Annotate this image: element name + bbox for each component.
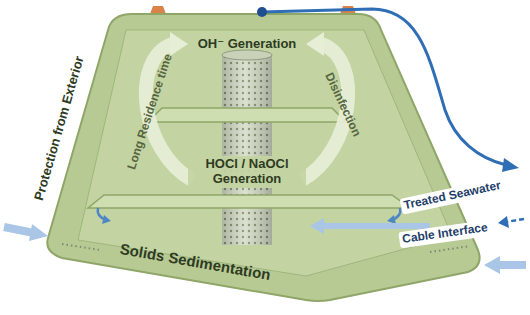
inflow-arrow <box>4 227 34 233</box>
top-nub <box>150 6 166 14</box>
housing-shell <box>47 14 479 301</box>
perforation <box>430 246 470 252</box>
housing-interior <box>78 30 452 276</box>
cable-line <box>262 9 506 165</box>
cable-connector <box>257 7 267 17</box>
arrow-head <box>310 218 324 234</box>
inflow-arrow <box>498 261 526 269</box>
lower-shelf <box>88 195 410 208</box>
arrow-head <box>306 32 324 56</box>
perforated-cylinder <box>222 55 272 245</box>
process-label: HOCl / NaOCl Generation <box>188 156 306 188</box>
arrow-head <box>387 215 396 224</box>
arrow-head <box>502 158 519 172</box>
arrow-head <box>484 256 500 274</box>
arrow-head <box>498 216 509 228</box>
arrow-head <box>102 215 111 224</box>
arrow-head <box>170 32 188 56</box>
process-label: OH⁻ Generation <box>198 37 297 52</box>
cylinder-shading <box>222 55 272 245</box>
middle-shelf <box>148 108 346 122</box>
cylinder-top <box>222 50 272 60</box>
inflow-arrow <box>322 223 430 229</box>
cable-interface-arrow <box>506 219 524 222</box>
perforation <box>62 244 100 250</box>
arrow-head <box>29 224 48 241</box>
